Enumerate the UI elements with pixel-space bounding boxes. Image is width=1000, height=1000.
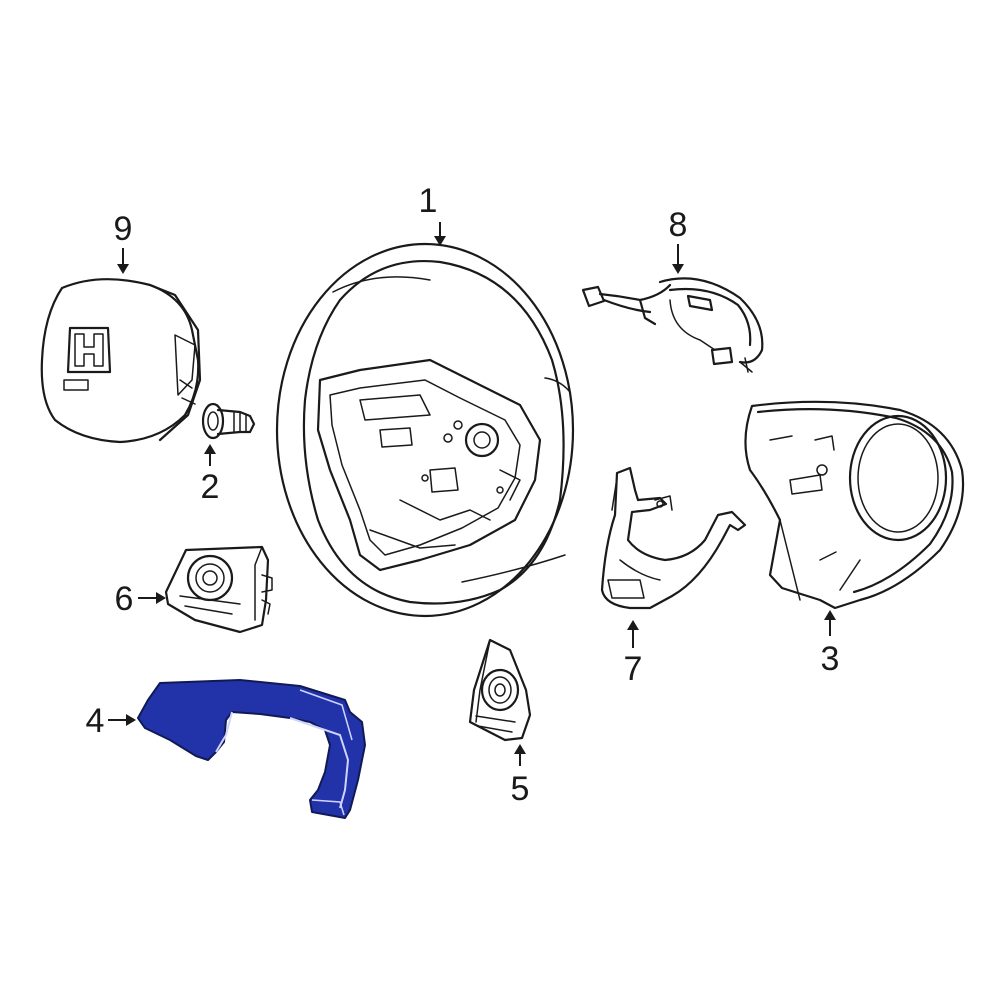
right-switch[interactable] [468, 638, 532, 742]
part-label-9: 9 [114, 210, 133, 248]
driver-airbag[interactable] [40, 278, 202, 444]
honda-h-logo-icon [66, 326, 112, 374]
cover-tab-edge [311, 799, 345, 816]
part-label-6: 6 [115, 580, 134, 618]
cover-shape [137, 679, 366, 819]
arrowhead-7 [627, 620, 639, 630]
part-label-3: 3 [821, 640, 840, 678]
part-label-8: 8 [669, 206, 688, 244]
part-label-2: 2 [201, 468, 220, 506]
arrowhead-4 [126, 714, 136, 726]
bolt[interactable] [201, 402, 256, 440]
cover-edge-highlight [215, 711, 233, 753]
arrowhead-3 [824, 610, 836, 620]
lower-cover[interactable] [744, 400, 965, 610]
steering-wheel[interactable] [275, 242, 575, 618]
arrowhead-8 [672, 264, 684, 274]
airbag-emblem-plate [63, 379, 89, 391]
part-label-5: 5 [511, 770, 530, 808]
switch-bezel[interactable] [600, 466, 747, 610]
wire-harness[interactable] [581, 277, 764, 373]
arrowhead-5 [514, 744, 526, 754]
part-label-4: 4 [86, 702, 105, 740]
part-label-7: 7 [624, 650, 643, 688]
arrowhead-1 [434, 236, 446, 246]
arrowhead-9 [117, 264, 129, 274]
arrowhead-2 [204, 444, 216, 454]
arrowhead-6 [156, 592, 166, 604]
part-label-1: 1 [419, 182, 438, 220]
cover-top-edge [299, 689, 353, 741]
highlighted-cover[interactable] [137, 679, 366, 819]
left-switch[interactable] [164, 545, 273, 634]
cover-rib-highlight [289, 717, 350, 809]
